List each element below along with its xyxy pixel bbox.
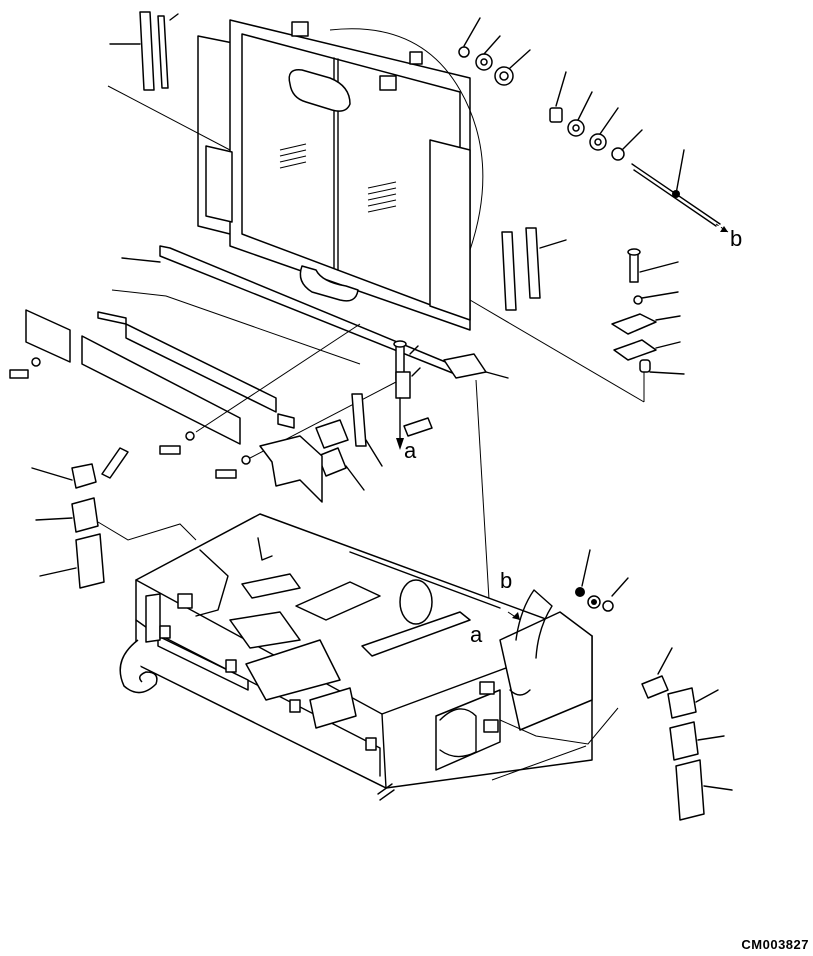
callout-b-lower: b <box>500 568 512 593</box>
rubber-strip-right <box>501 227 567 311</box>
radiator-assembly <box>197 19 484 331</box>
drain-hose <box>507 589 553 696</box>
stay-rod <box>631 149 729 233</box>
bracket-plate-lower <box>259 435 323 503</box>
rubber-mount-middle <box>315 393 383 491</box>
nut-set-base <box>575 549 629 612</box>
callout-a-lower: a <box>470 622 483 647</box>
callout-b-top: b <box>730 226 742 251</box>
drawing-code: CM003827 <box>741 937 809 952</box>
rubber-strip-top-left <box>109 11 179 91</box>
bolt-washer-mid <box>159 323 361 455</box>
rubber-block-right <box>491 647 733 821</box>
bolt-bracket-set-right <box>611 248 685 375</box>
rubber-block-left <box>31 447 197 589</box>
center-bolt-set <box>393 340 433 450</box>
nut-washer-set-top <box>458 17 531 86</box>
base-frame <box>119 513 593 801</box>
duct-cover-assembly <box>25 289 361 445</box>
callout-a-upper: a <box>404 438 417 463</box>
bolt-washer-left <box>9 357 41 379</box>
nut-washer-set-right <box>549 71 643 161</box>
